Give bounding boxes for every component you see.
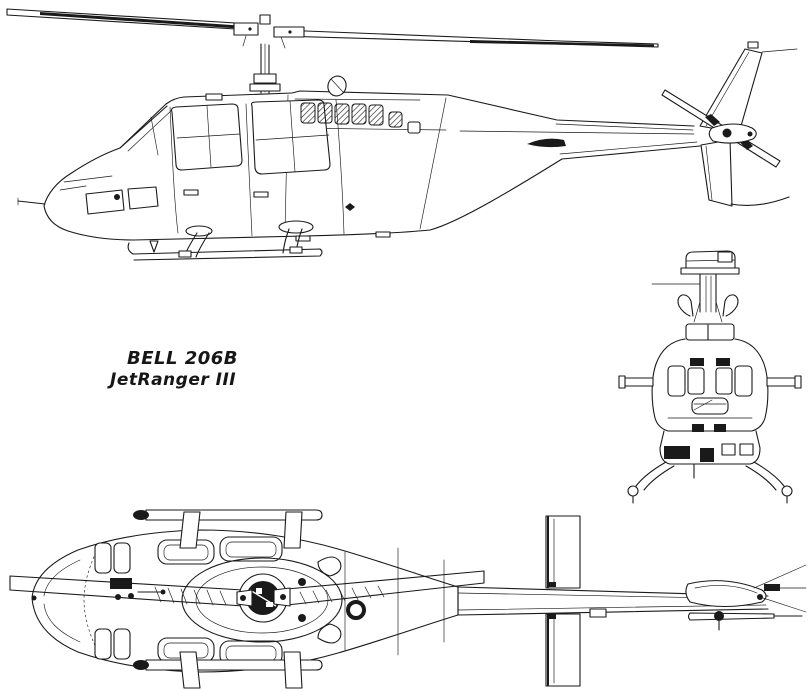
- rotor-head-front: [651, 250, 740, 313]
- landing-skids-front: [627, 461, 793, 504]
- tail-rotor-top: [685, 564, 807, 631]
- roof-window-frame: [219, 536, 283, 562]
- door-window-left: [667, 365, 686, 397]
- seat-left: [687, 367, 705, 395]
- fin-top-view: [685, 580, 767, 607]
- stabilizer-front: [618, 375, 802, 389]
- title-block: BELL 206B JetRanger III: [107, 348, 238, 390]
- engine-vents: [300, 102, 421, 134]
- tail-boom-side: [527, 41, 798, 207]
- title-line-2: JetRanger III: [107, 370, 236, 390]
- seat-right: [715, 367, 733, 395]
- seat-top: [113, 542, 131, 574]
- nose-panel: [85, 189, 125, 215]
- fin-antenna: [761, 48, 798, 53]
- horizontal-stabilizer-side: [527, 138, 566, 148]
- title-line-1: BELL 206B: [127, 348, 238, 369]
- rotor-mast-side: [249, 43, 281, 94]
- lower-pod-front: [659, 430, 761, 479]
- tail-rotor-side: [661, 89, 781, 168]
- horizontal-stabilizer-top: [545, 515, 581, 589]
- cabin-front: [651, 294, 769, 432]
- horizontal-stabilizer-top: [545, 613, 581, 687]
- seat-top: [113, 628, 131, 660]
- intake-scoop: [327, 75, 347, 97]
- windshield-front: [685, 323, 735, 341]
- seat-top: [94, 628, 112, 660]
- air-intake-top: [317, 623, 342, 644]
- nose-panel: [127, 186, 159, 210]
- roof-beacon: [205, 93, 223, 101]
- exhaust-top: [346, 600, 366, 620]
- landing-skids-side: [127, 220, 323, 261]
- side-view: [6, 8, 798, 261]
- antenna-blade: [149, 240, 159, 253]
- roof-fairing-left: [677, 294, 694, 317]
- main-rotor-side: [6, 8, 659, 49]
- door-handle: [183, 189, 199, 196]
- door-window-right: [734, 365, 753, 397]
- air-intake-top: [317, 556, 342, 577]
- roof-fairing-right: [722, 294, 739, 317]
- pitot-tube: [17, 200, 46, 205]
- rotor-hub-top: [181, 556, 366, 644]
- rotor-blade-right: [286, 570, 485, 606]
- ventral-fin: [700, 139, 733, 207]
- console-top: [110, 578, 132, 589]
- tail-skid: [730, 196, 790, 206]
- fuel-cap: [114, 194, 120, 200]
- console: [691, 397, 729, 415]
- top-view: [9, 509, 807, 689]
- front-view: [618, 250, 802, 504]
- seat-top: [94, 542, 112, 574]
- tail-rotor-blade-top: [687, 612, 775, 621]
- fuselage-side: [17, 75, 701, 241]
- door-handle: [253, 191, 269, 198]
- tail-gearbox-fairing: [708, 123, 757, 144]
- tail-boom-top: [457, 515, 769, 687]
- landing-skids-top: [133, 509, 323, 689]
